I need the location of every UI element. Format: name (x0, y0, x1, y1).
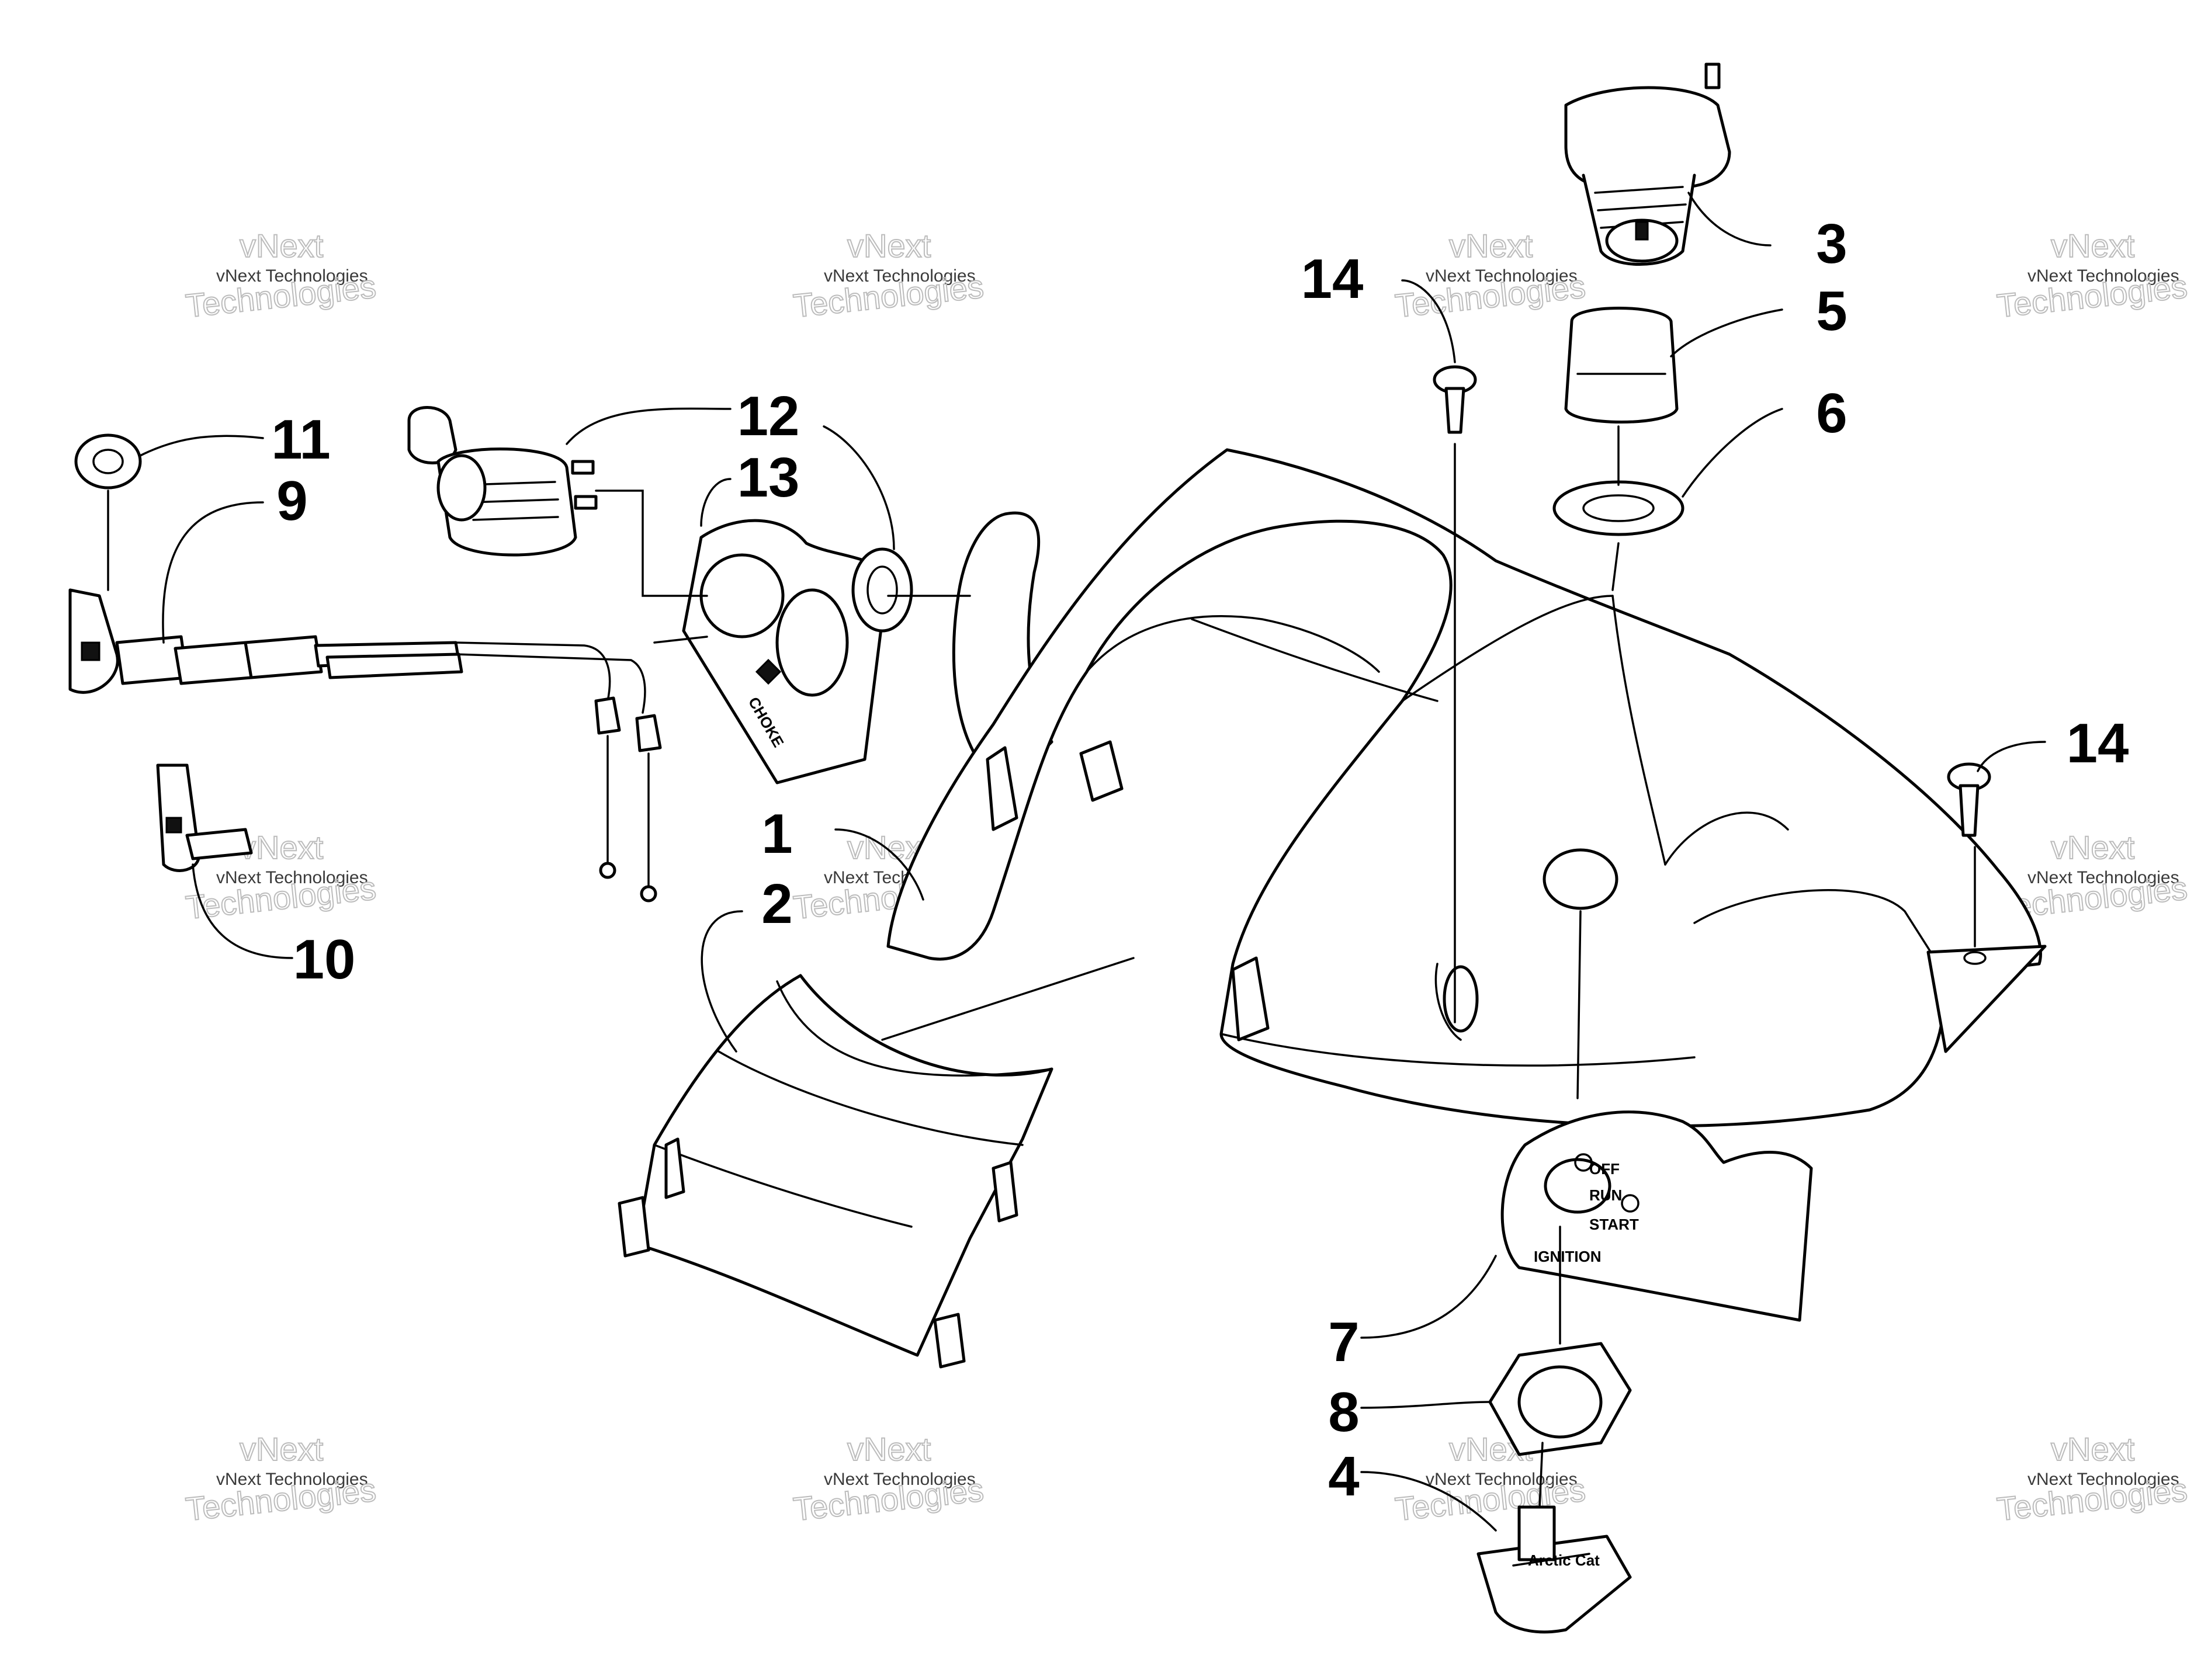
ignition-label: IGNITION (1534, 1248, 1602, 1265)
callout-2: 2 (761, 873, 792, 935)
leader-11 (139, 435, 264, 457)
watermark: vNext vNext Technologies Technologies (183, 1430, 379, 1528)
leader-14a (1401, 279, 1456, 363)
leader-6 (1682, 408, 1783, 498)
leader-12 (566, 407, 895, 550)
leader-5 (1670, 308, 1783, 357)
watermark: vNext vNext Technologies Technologies (1995, 227, 2190, 325)
ignition-hole (1543, 848, 1618, 910)
part-10-choke-lever (156, 763, 253, 872)
leader-9 (162, 501, 264, 644)
watermark-text: vNext Technologies (824, 1470, 976, 1489)
callout-1: 1 (761, 803, 792, 865)
watermark-text: vNext (240, 227, 324, 264)
callout-4: 4 (1328, 1445, 1359, 1508)
part-4-key: Arctic Cat (1476, 1505, 1632, 1634)
watermark-text: vNext Technologies (2027, 1470, 2179, 1489)
watermark-text: vNext Technologies (216, 868, 368, 887)
part-8-nut (1488, 1342, 1632, 1456)
ignition-run-label: RUN (1589, 1186, 1622, 1204)
part-6-lockwasher (1552, 480, 1684, 536)
assembly-lines (107, 425, 1976, 1508)
part-7-ignition-plate: OFF RUN START IGNITION (1500, 1110, 1813, 1322)
leader-8 (1360, 1401, 1491, 1409)
callout-13: 13 (737, 446, 800, 509)
leader-4 (1360, 1471, 1497, 1532)
watermark: vNext vNext Technologies Technologies (791, 227, 986, 325)
watermark-text: vNext (2051, 829, 2135, 866)
watermark: vNext vNext Technologies Technologies (1393, 227, 1588, 325)
watermark-text: vNext Technologies (2027, 266, 2179, 286)
callout-5: 5 (1816, 280, 1847, 342)
leader-1 (834, 828, 924, 901)
watermark-text: vNext (240, 829, 324, 866)
watermark-text: vNext Technologies (216, 266, 368, 286)
leader-7 (1360, 1255, 1497, 1339)
callout-12: 12 (737, 385, 800, 447)
watermark-text: vNext Technologies (824, 266, 976, 286)
part-1-console-housing (886, 448, 2047, 1128)
part-13-choke-plate: CHOKE (682, 519, 890, 785)
key-brand-text: Arctic Cat (1528, 1551, 1600, 1569)
callout-14-right: 14 (2067, 712, 2129, 775)
part-12-power-socket (407, 406, 598, 557)
watermark: vNext vNext Technologies Technologies (1995, 1430, 2190, 1528)
part-5-bushing (1564, 307, 1679, 424)
ignition-off-label: OFF (1589, 1160, 1620, 1178)
watermark-text: vNext Technologies (216, 1470, 368, 1489)
leader-10 (192, 863, 293, 959)
watermark-text: vNext (847, 1431, 931, 1467)
leader-3 (1687, 192, 1772, 247)
part-2-front-panel (618, 957, 1135, 1369)
ignition-start-label: START (1589, 1216, 1639, 1233)
watermark: vNext vNext Technologies Technologies (791, 1430, 986, 1528)
watermark-text: vNext Technologies (1426, 1470, 1578, 1489)
watermark-text: vNext (2051, 1431, 2135, 1467)
part-11-nut (74, 433, 142, 490)
part-14-screw-left (1433, 365, 1477, 434)
watermark-text: vNext Technologies (1426, 266, 1578, 286)
watermark-text: vNext (1449, 227, 1533, 264)
callout-6: 6 (1816, 382, 1847, 445)
callout-7: 7 (1328, 1311, 1359, 1373)
callout-3: 3 (1816, 213, 1847, 275)
watermark-text: vNext (2051, 227, 2135, 264)
callout-10: 10 (293, 928, 356, 991)
watermark-text: vNext Technologies (2027, 868, 2179, 887)
leader-2 (701, 910, 743, 1053)
watermark-text: vNext (847, 227, 931, 264)
callout-8: 8 (1328, 1381, 1359, 1443)
part-3-ignition-switch (1564, 63, 1731, 266)
part-9-cable-assembly (68, 588, 662, 903)
watermark: vNext vNext Technologies Technologies (183, 227, 379, 325)
callout-14-left: 14 (1301, 248, 1364, 310)
leader-13 (700, 478, 732, 527)
part-14-screw-right (1947, 762, 1991, 837)
leader-lines (139, 192, 2046, 1532)
socket-retainer-ring (851, 547, 913, 633)
callout-11: 11 (271, 408, 330, 471)
watermark-text: vNext (240, 1431, 324, 1467)
callout-labels: 1 2 3 4 5 6 7 8 9 10 11 12 13 14 14 (271, 213, 2129, 1508)
leader-14b (1977, 741, 2046, 772)
callout-9: 9 (276, 470, 307, 532)
mounting-hole (1443, 965, 1479, 1033)
